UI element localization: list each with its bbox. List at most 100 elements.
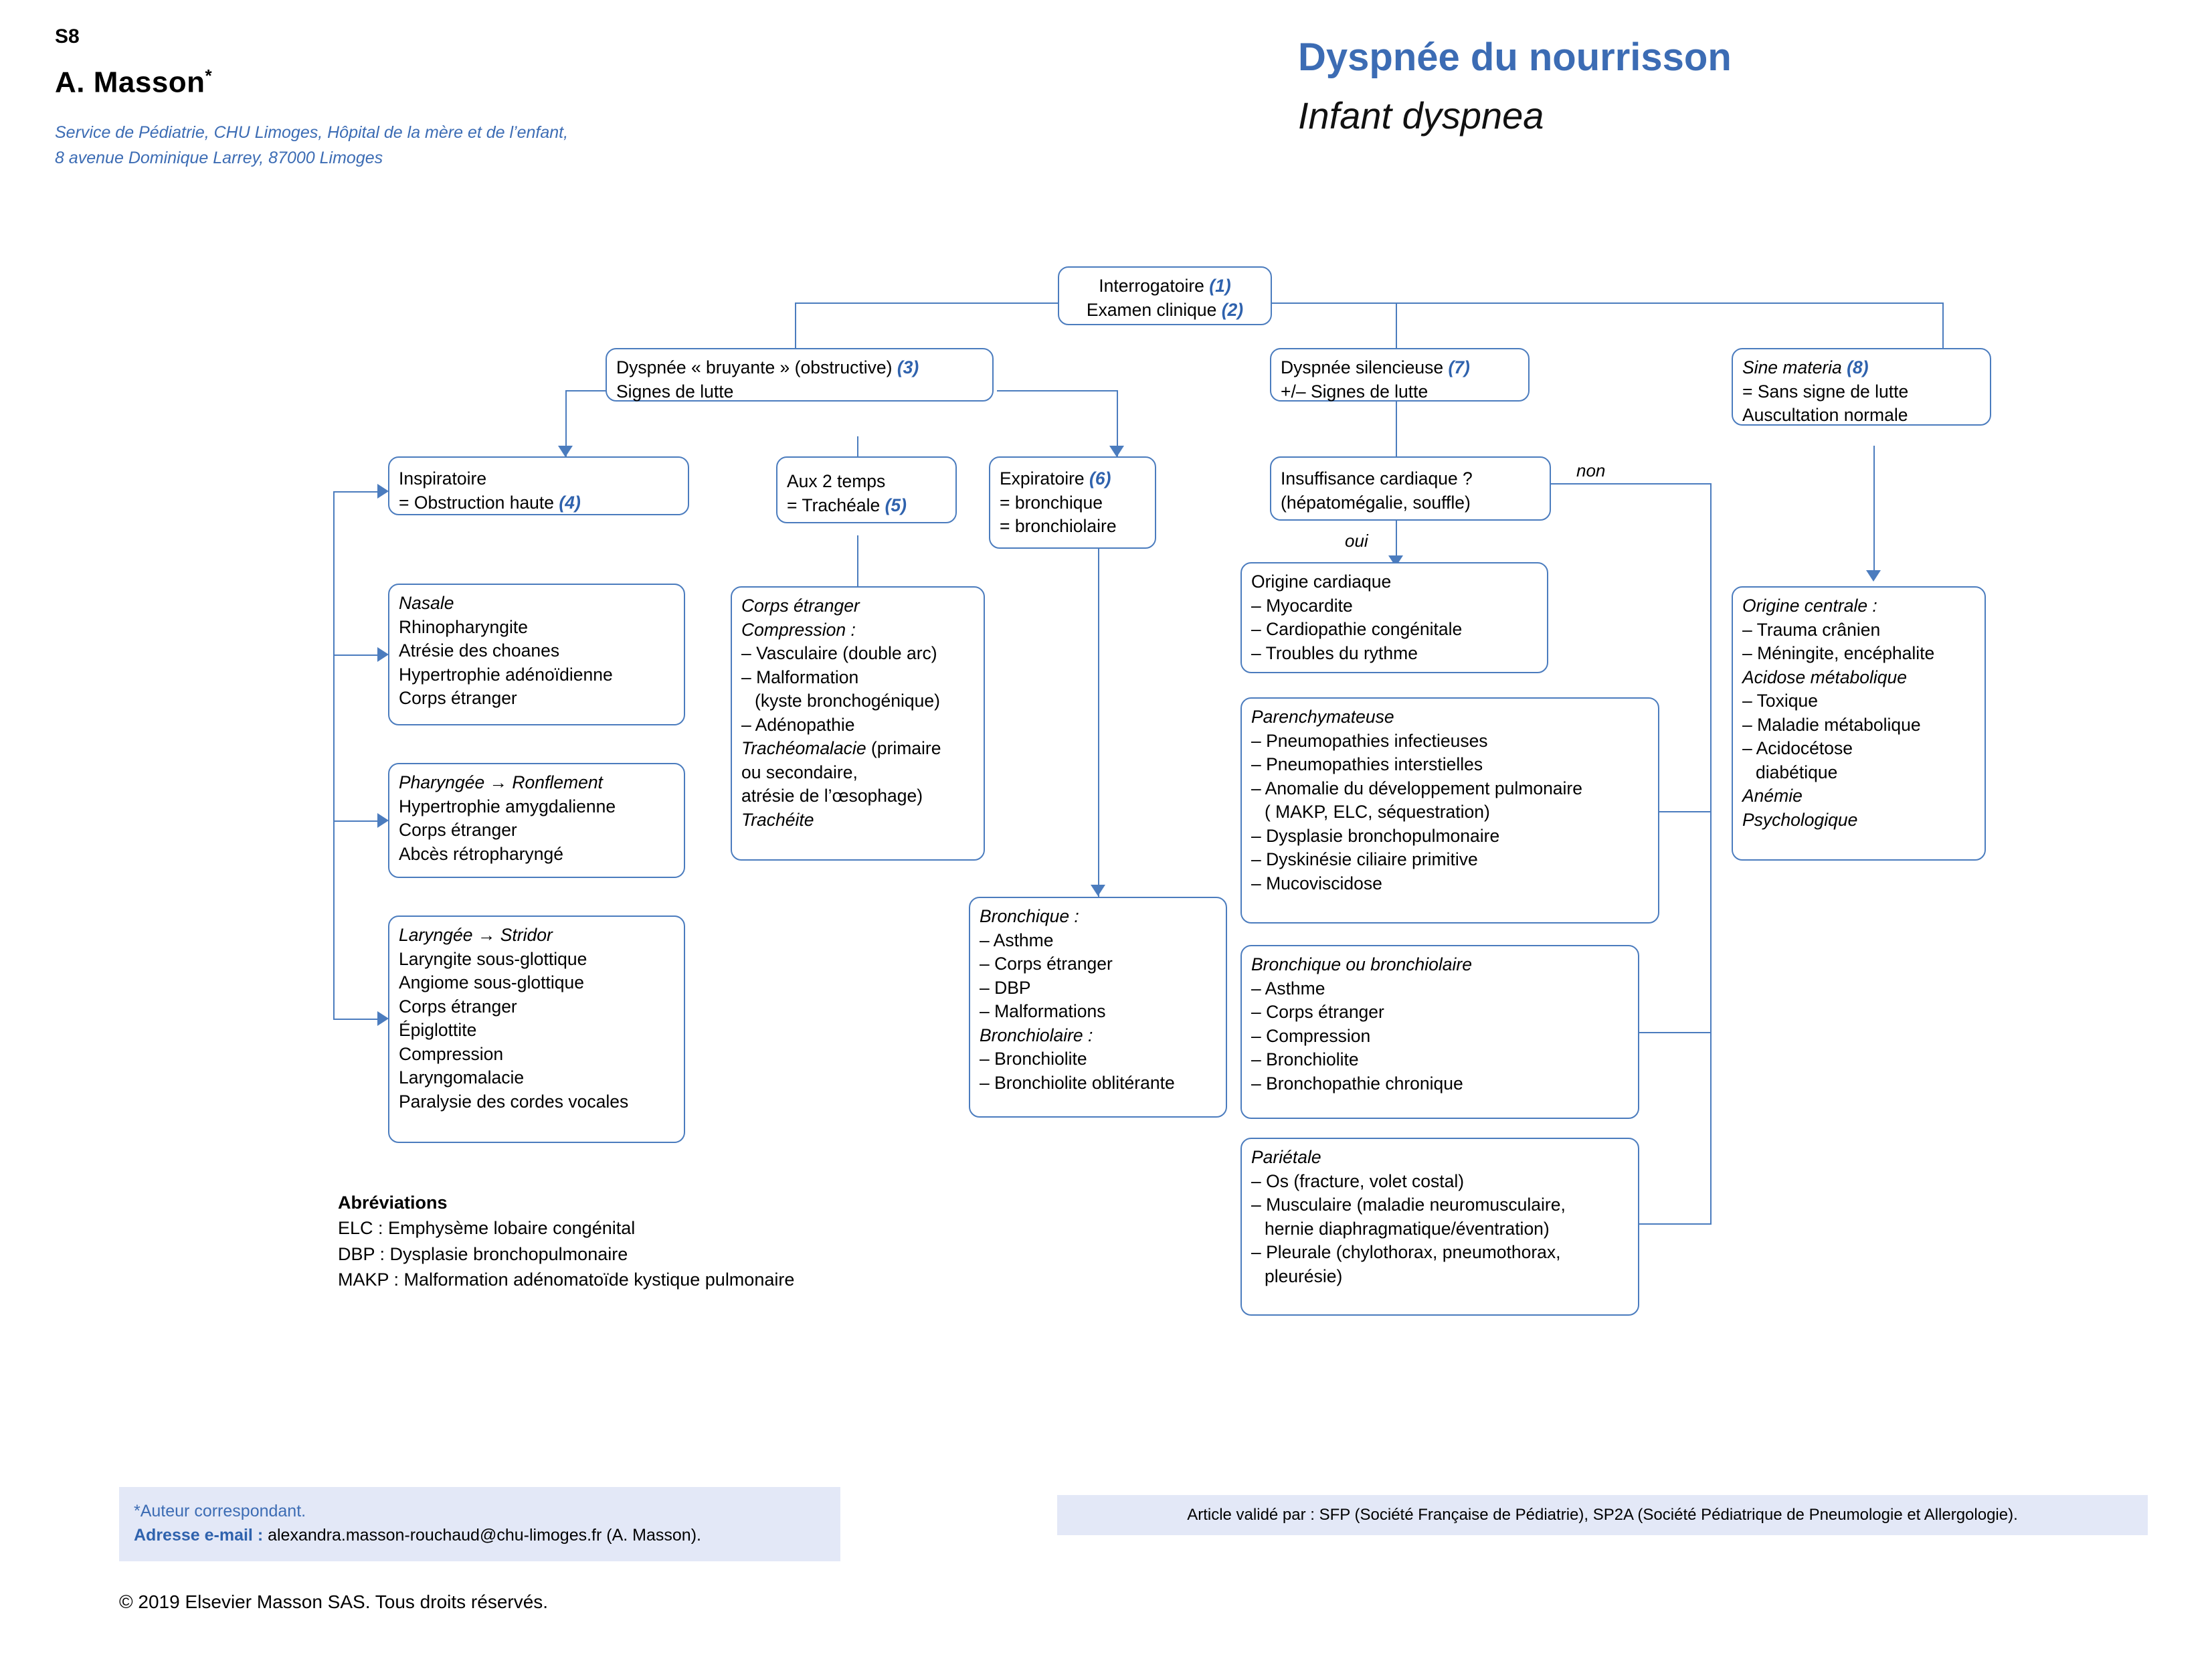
origine-cardiaque-title: Origine cardiaque xyxy=(1251,572,1392,592)
silencieuse-line-1: Dyspnée silencieuse (7) xyxy=(1281,356,1519,380)
parenchymateuse-item-3: ( MAKP, ELC, séquestration) xyxy=(1251,800,1649,824)
node-expiratoire[interactable]: Expiratoire (6) = bronchique = bronchiol… xyxy=(989,456,1156,549)
connector-inspiratoire-trunk xyxy=(333,491,335,1019)
node-dyspnee-silencieuse[interactable]: Dyspnée silencieuse (7) +/– Signes de lu… xyxy=(1270,348,1530,402)
node-bronchique-bronchiolaire[interactable]: Bronchique : – Asthme – Corps étranger –… xyxy=(969,897,1227,1118)
origine-centrale-sub-2: Anémie xyxy=(1742,786,1803,806)
abbreviation-line-1: DBP : Dysplasie bronchopulmonaire xyxy=(338,1243,628,1264)
affiliation-line-1: Service de Pédiatrie, CHU Limoges, Hôpit… xyxy=(55,123,569,142)
connector-root-right-horizontal xyxy=(1271,302,1944,304)
bronchique-ou-item-0: – Asthme xyxy=(1251,978,1325,998)
inspiratoire-sub: = Obstruction haute xyxy=(399,492,555,513)
insuffisance-line-2: (hépatomégalie, souffle) xyxy=(1281,492,1471,513)
parietale-item-1: – Musculaire (maladie neuromusculaire, xyxy=(1251,1195,1566,1215)
parietale-item-4: pleurésie) xyxy=(1251,1265,1629,1289)
laryngee-item-2: Corps étranger xyxy=(399,996,517,1017)
nasale-title: Nasale xyxy=(399,593,454,613)
origine-centrale-item2-2: – Acidocétose xyxy=(1742,738,1853,758)
bruyante-line-2: Signes de lutte xyxy=(616,381,734,402)
origine-cardiaque-item-1: – Cardiopathie congénitale xyxy=(1251,619,1463,639)
parietale-item-2: hernie diaphragmatique/éventration) xyxy=(1251,1217,1629,1241)
node-dyspnee-bruyante[interactable]: Dyspnée « bruyante » (obstructive) (3) S… xyxy=(606,348,994,402)
origine-centrale-sub-1: Acidose métabolique xyxy=(1742,667,1908,687)
node-origine-centrale[interactable]: Origine centrale : – Trauma crânien – Mé… xyxy=(1732,586,1986,861)
origine-cardiaque-item-2: – Troubles du rythme xyxy=(1251,642,1418,663)
bronchique-ou-item-4: – Bronchopathie chronique xyxy=(1251,1073,1463,1094)
laryngee-item-6: Paralysie des cordes vocales xyxy=(399,1091,629,1112)
node-origine-cardiaque[interactable]: Origine cardiaque – Myocardite – Cardiop… xyxy=(1240,562,1548,673)
aux2temps-ref: (5) xyxy=(885,495,907,515)
node-laryngee[interactable]: Laryngée → Stridor Laryngite sous-glotti… xyxy=(388,915,685,1143)
arrow-to-expiratoire xyxy=(1109,446,1124,457)
title-french: Dyspnée du nourrisson xyxy=(1298,35,1732,79)
arrow-branch-inspiratoire xyxy=(377,484,389,499)
connector-bruyante-right-horizontal xyxy=(997,390,1117,391)
bronchique-ou-item-3: – Bronchiolite xyxy=(1251,1049,1359,1069)
node-interrogatoire-line-2: Examen clinique (2) xyxy=(1069,298,1261,323)
node-interrogatoire[interactable]: Interrogatoire (1) Examen clinique (2) xyxy=(1058,266,1272,325)
connector-non-to-parietale xyxy=(1619,1223,1712,1225)
bruyante-ref: (3) xyxy=(897,357,919,377)
bruyante-label: Dyspnée « bruyante » (obstructive) xyxy=(616,357,893,377)
corps-etranger-tracheomalacie: Trachéomalacie (primaire xyxy=(741,737,974,761)
corps-etranger-item-0: – Vasculaire (double arc) xyxy=(741,643,937,663)
node-nasale[interactable]: Nasale Rhinopharyngite Atrésie des choan… xyxy=(388,584,685,725)
laryngee-item-3: Épiglottite xyxy=(399,1020,477,1040)
email-value[interactable]: alexandra.masson-rouchaud@chu-limoges.fr… xyxy=(263,1526,701,1545)
pharyngee-title: Pharyngée → Ronflement xyxy=(399,772,603,792)
origine-centrale-sub-3: Psychologique xyxy=(1742,809,1858,830)
corps-etranger-tracheite: Trachéite xyxy=(741,809,814,830)
laryngee-item-5: Laryngomalacie xyxy=(399,1067,525,1087)
bronchique-ou-item-2: – Compression xyxy=(1251,1025,1371,1046)
node-aux-2-temps[interactable]: Aux 2 temps = Trachéale (5) xyxy=(776,456,957,523)
parenchymateuse-item-2: – Anomalie du développement pulmonaire xyxy=(1251,778,1582,798)
node-parietale[interactable]: Pariétale – Os (fracture, volet costal) … xyxy=(1240,1138,1639,1316)
bruyante-line-1: Dyspnée « bruyante » (obstructive) (3) xyxy=(616,356,983,380)
parietale-title: Pariétale xyxy=(1251,1147,1321,1167)
node-sine-materia[interactable]: Sine materia (8) = Sans signe de lutte A… xyxy=(1732,348,1991,426)
tracheomalacie-rest: (primaire xyxy=(866,738,941,758)
expiratoire-line-2: = bronchique xyxy=(1000,492,1103,513)
connector-to-sine-materia-vertical xyxy=(1942,302,1944,364)
bronchique-item-1: – Corps étranger xyxy=(980,954,1113,974)
node-insuffisance-cardiaque[interactable]: Insuffisance cardiaque ? (hépatomégalie,… xyxy=(1270,456,1551,521)
node-pharyngee[interactable]: Pharyngée → Ronflement Hypertrophie amyg… xyxy=(388,763,685,878)
arrow-branch-nasale xyxy=(377,647,389,662)
bronchique-ou-title: Bronchique ou bronchiolaire xyxy=(1251,954,1472,974)
laryngee-title: Laryngée → Stridor xyxy=(399,925,553,945)
examen-clinique-label: Examen clinique xyxy=(1086,299,1217,320)
bronchiolaire-item-0: – Bronchiolite xyxy=(980,1049,1087,1069)
origine-centrale-item-1: – Méningite, encéphalite xyxy=(1742,643,1935,663)
bronchiolaire-title-2: Bronchiolaire : xyxy=(980,1025,1093,1045)
parenchymateuse-item-6: – Mucoviscidose xyxy=(1251,873,1382,893)
insuffisance-line-1: Insuffisance cardiaque ? xyxy=(1281,468,1473,489)
node-corps-etranger-compression[interactable]: Corps étranger Compression : – Vasculair… xyxy=(731,586,985,861)
origine-centrale-item2-1: – Maladie métabolique xyxy=(1742,714,1921,735)
connector-branch-pharyngee xyxy=(333,820,379,822)
origine-centrale-item2-0: – Toxique xyxy=(1742,691,1818,711)
parietale-item-0: – Os (fracture, volet costal) xyxy=(1251,1170,1465,1191)
connector-aux2temps-to-corps-etranger xyxy=(857,535,858,588)
connector-bruyante-to-expiratoire-vertical xyxy=(1117,390,1118,457)
arrow-branch-laryngee xyxy=(377,1011,389,1026)
corps-etranger-title-2: Compression : xyxy=(741,619,856,640)
origine-centrale-title: Origine centrale : xyxy=(1742,596,1877,616)
silencieuse-line-2: +/– Signes de lutte xyxy=(1281,381,1428,402)
node-inspiratoire[interactable]: Inspiratoire = Obstruction haute (4) xyxy=(388,456,689,515)
corps-etranger-line-b: ou secondaire, xyxy=(741,762,858,782)
bronchique-title-1: Bronchique : xyxy=(980,906,1079,926)
node-parenchymateuse[interactable]: Parenchymateuse – Pneumopathies infectie… xyxy=(1240,697,1659,924)
laryngee-item-0: Laryngite sous-glottique xyxy=(399,948,587,969)
arrow-expiratoire-to-bronchique xyxy=(1091,885,1105,896)
pharyngee-item-0: Hypertrophie amygdalienne xyxy=(399,796,616,816)
connector-insuffisance-oui-vertical xyxy=(1396,521,1397,567)
laryngee-item-4: Compression xyxy=(399,1043,504,1064)
edge-label-oui: oui xyxy=(1345,531,1368,551)
expiratoire-line-3: = bronchiolaire xyxy=(1000,516,1117,536)
tracheomalacie-label: Trachéomalacie xyxy=(741,738,866,758)
node-bronchique-ou-bronchiolaire[interactable]: Bronchique ou bronchiolaire – Asthme – C… xyxy=(1240,945,1639,1119)
bronchique-ou-item-1: – Corps étranger xyxy=(1251,1002,1384,1022)
corps-etranger-item-1: – Malformation xyxy=(741,667,859,687)
connector-bruyante-to-inspiratoire-vertical xyxy=(565,390,567,457)
author-footnote-mark: * xyxy=(205,66,213,86)
